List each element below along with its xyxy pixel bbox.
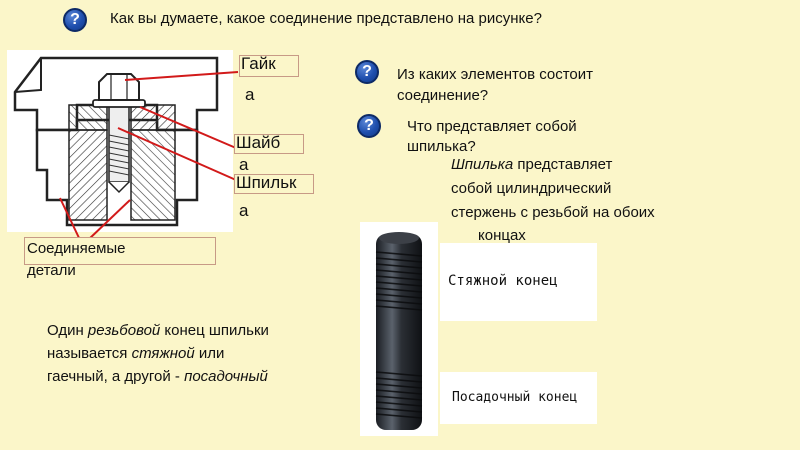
- nut-label-box: [239, 55, 299, 77]
- thread-lines: [375, 251, 423, 419]
- question-2-line2: соединение?: [397, 87, 489, 104]
- question-3-line1: Что представляет собой: [407, 118, 577, 135]
- bottom-end-caption-panel: Посадочный конец: [440, 372, 597, 424]
- explanation-p2: называется: [47, 345, 132, 362]
- bottom-end-caption: Посадочный конец: [452, 390, 578, 405]
- joined-parts-label-line2: детали: [27, 262, 76, 279]
- question-2-line1: Из каких элементов состоит: [397, 66, 594, 83]
- joined-parts-label-box: [24, 237, 216, 265]
- stud-label-line1: Шпильк: [236, 173, 297, 192]
- question-icon: ?: [355, 60, 379, 84]
- washer-label-line2: а: [239, 155, 249, 174]
- explanation-p1-italic: резьбовой: [87, 322, 161, 339]
- definition-line2: собой цилиндрический: [451, 180, 612, 197]
- washer-label-line1: Шайб: [236, 133, 281, 152]
- stud-label-box: [234, 174, 314, 194]
- explanation-line1: Один резьбовой конец шпильки: [47, 322, 269, 340]
- question-1-text: Как вы думаете, какое соединение предста…: [110, 10, 542, 27]
- definition-line4: концах: [478, 227, 526, 244]
- definition-term: Шпилька: [451, 156, 514, 173]
- definition-line3: стержень с резьбой на обоих: [451, 204, 655, 221]
- stud-label-line2: а: [239, 201, 249, 220]
- explanation-p2-rest: или: [194, 345, 225, 362]
- explanation-p2-italic: стяжной: [131, 345, 195, 362]
- top-end-caption-panel: Стяжной конец: [440, 243, 597, 321]
- question-icon: ?: [63, 8, 87, 32]
- explanation-p3: гаечный, а другой -: [47, 368, 185, 385]
- question-icon: ?: [357, 114, 381, 138]
- washer-label-box: [234, 134, 304, 154]
- explanation-p1-rest: конец шпильки: [160, 322, 269, 339]
- stud-joint-drawing-svg: [13, 56, 219, 227]
- stud-photo: [360, 222, 438, 436]
- nut-label-line2: а: [245, 85, 255, 104]
- top-end-caption: Стяжной конец: [448, 273, 558, 289]
- explanation-p3-italic: посадочный: [184, 368, 268, 385]
- definition-line1-rest: представляет: [513, 156, 613, 173]
- explanation-line3: гаечный, а другой - посадочный: [47, 368, 268, 386]
- nut-label-line1: Гайк: [241, 54, 276, 73]
- joined-parts-label-line1: Соединяемые: [27, 240, 126, 257]
- stud-joint-drawing: [7, 50, 233, 232]
- question-3-line2: шпилька?: [407, 138, 476, 155]
- explanation-line2: называется стяжной или: [47, 345, 224, 363]
- explanation-p1: Один: [47, 322, 88, 339]
- stud-photo-svg: [375, 232, 423, 430]
- definition-line1: Шпилька представляет: [451, 156, 612, 174]
